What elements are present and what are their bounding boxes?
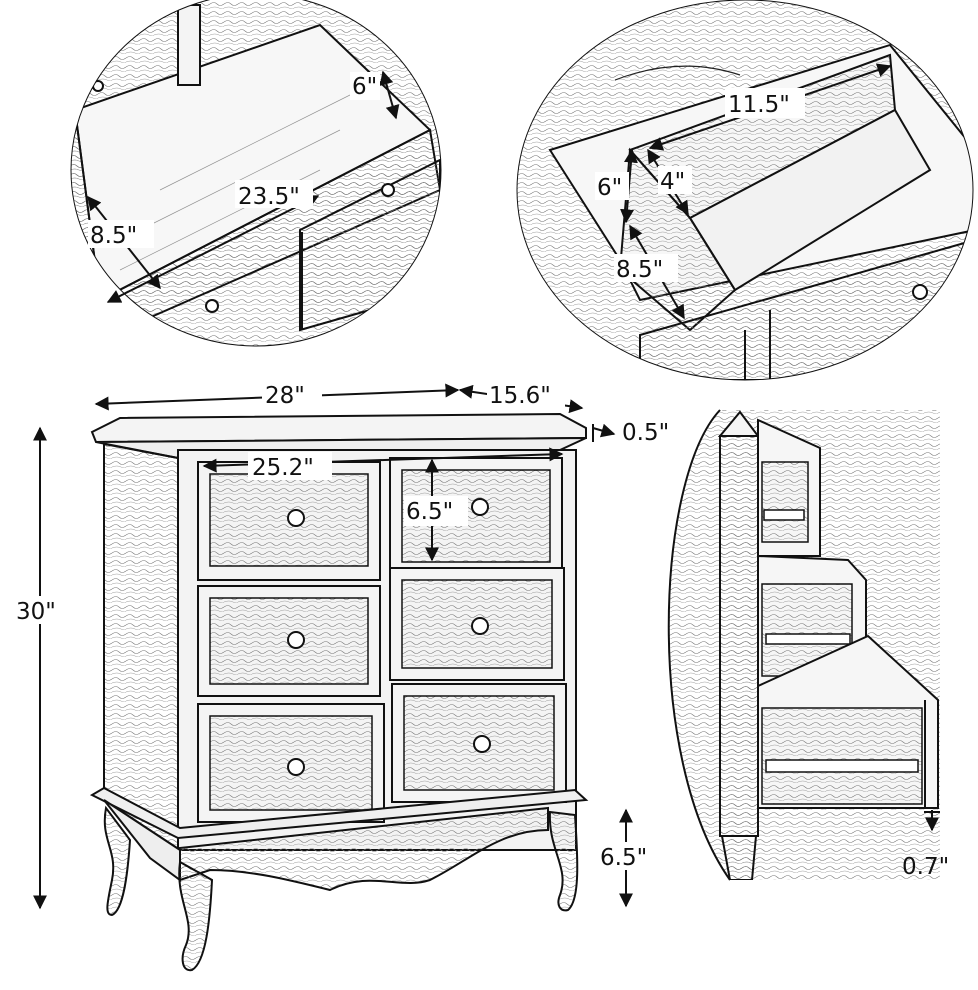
dim-label: 4" xyxy=(660,169,685,195)
dim-label: 6.5" xyxy=(600,845,647,871)
drawer-row-2 xyxy=(197,567,565,697)
dim-label: 30" xyxy=(16,599,56,625)
knob-icon xyxy=(287,758,305,776)
dim-label: 8.5" xyxy=(90,223,137,249)
dim-label: 6.5" xyxy=(406,499,453,525)
knob-icon xyxy=(92,80,104,92)
dim-label: 6" xyxy=(352,74,377,100)
knob-icon xyxy=(473,735,491,753)
dim-label: 28" xyxy=(265,383,305,409)
knob-icon xyxy=(381,183,395,197)
dim-label: 11.5" xyxy=(728,92,790,118)
dim-label: 23.5" xyxy=(238,184,300,210)
front-view-dresser: 28" 15.6" 0.5" 25.2" 6.5" 30" 6.5" xyxy=(14,380,669,972)
dim-label: 0.5" xyxy=(622,420,669,446)
knob-icon xyxy=(912,284,928,300)
dim-label: 25.2" xyxy=(252,455,314,481)
top-left-detail-view: 6" 23.5" 8.5" xyxy=(70,0,442,347)
knob-icon xyxy=(287,509,305,527)
knob-icon xyxy=(471,617,489,635)
side-view-drawers: 0.7" xyxy=(667,409,949,881)
dim-label: 0.7" xyxy=(902,854,949,880)
top-right-detail-view: 11.5" 6" 4" 8.5" xyxy=(516,0,974,381)
dim-label: 6" xyxy=(597,175,622,201)
knob-icon xyxy=(205,299,219,313)
dim-label: 15.6" xyxy=(489,383,551,409)
knob-icon xyxy=(471,498,489,516)
dim-label: 8.5" xyxy=(616,257,663,283)
knob-icon xyxy=(287,631,305,649)
